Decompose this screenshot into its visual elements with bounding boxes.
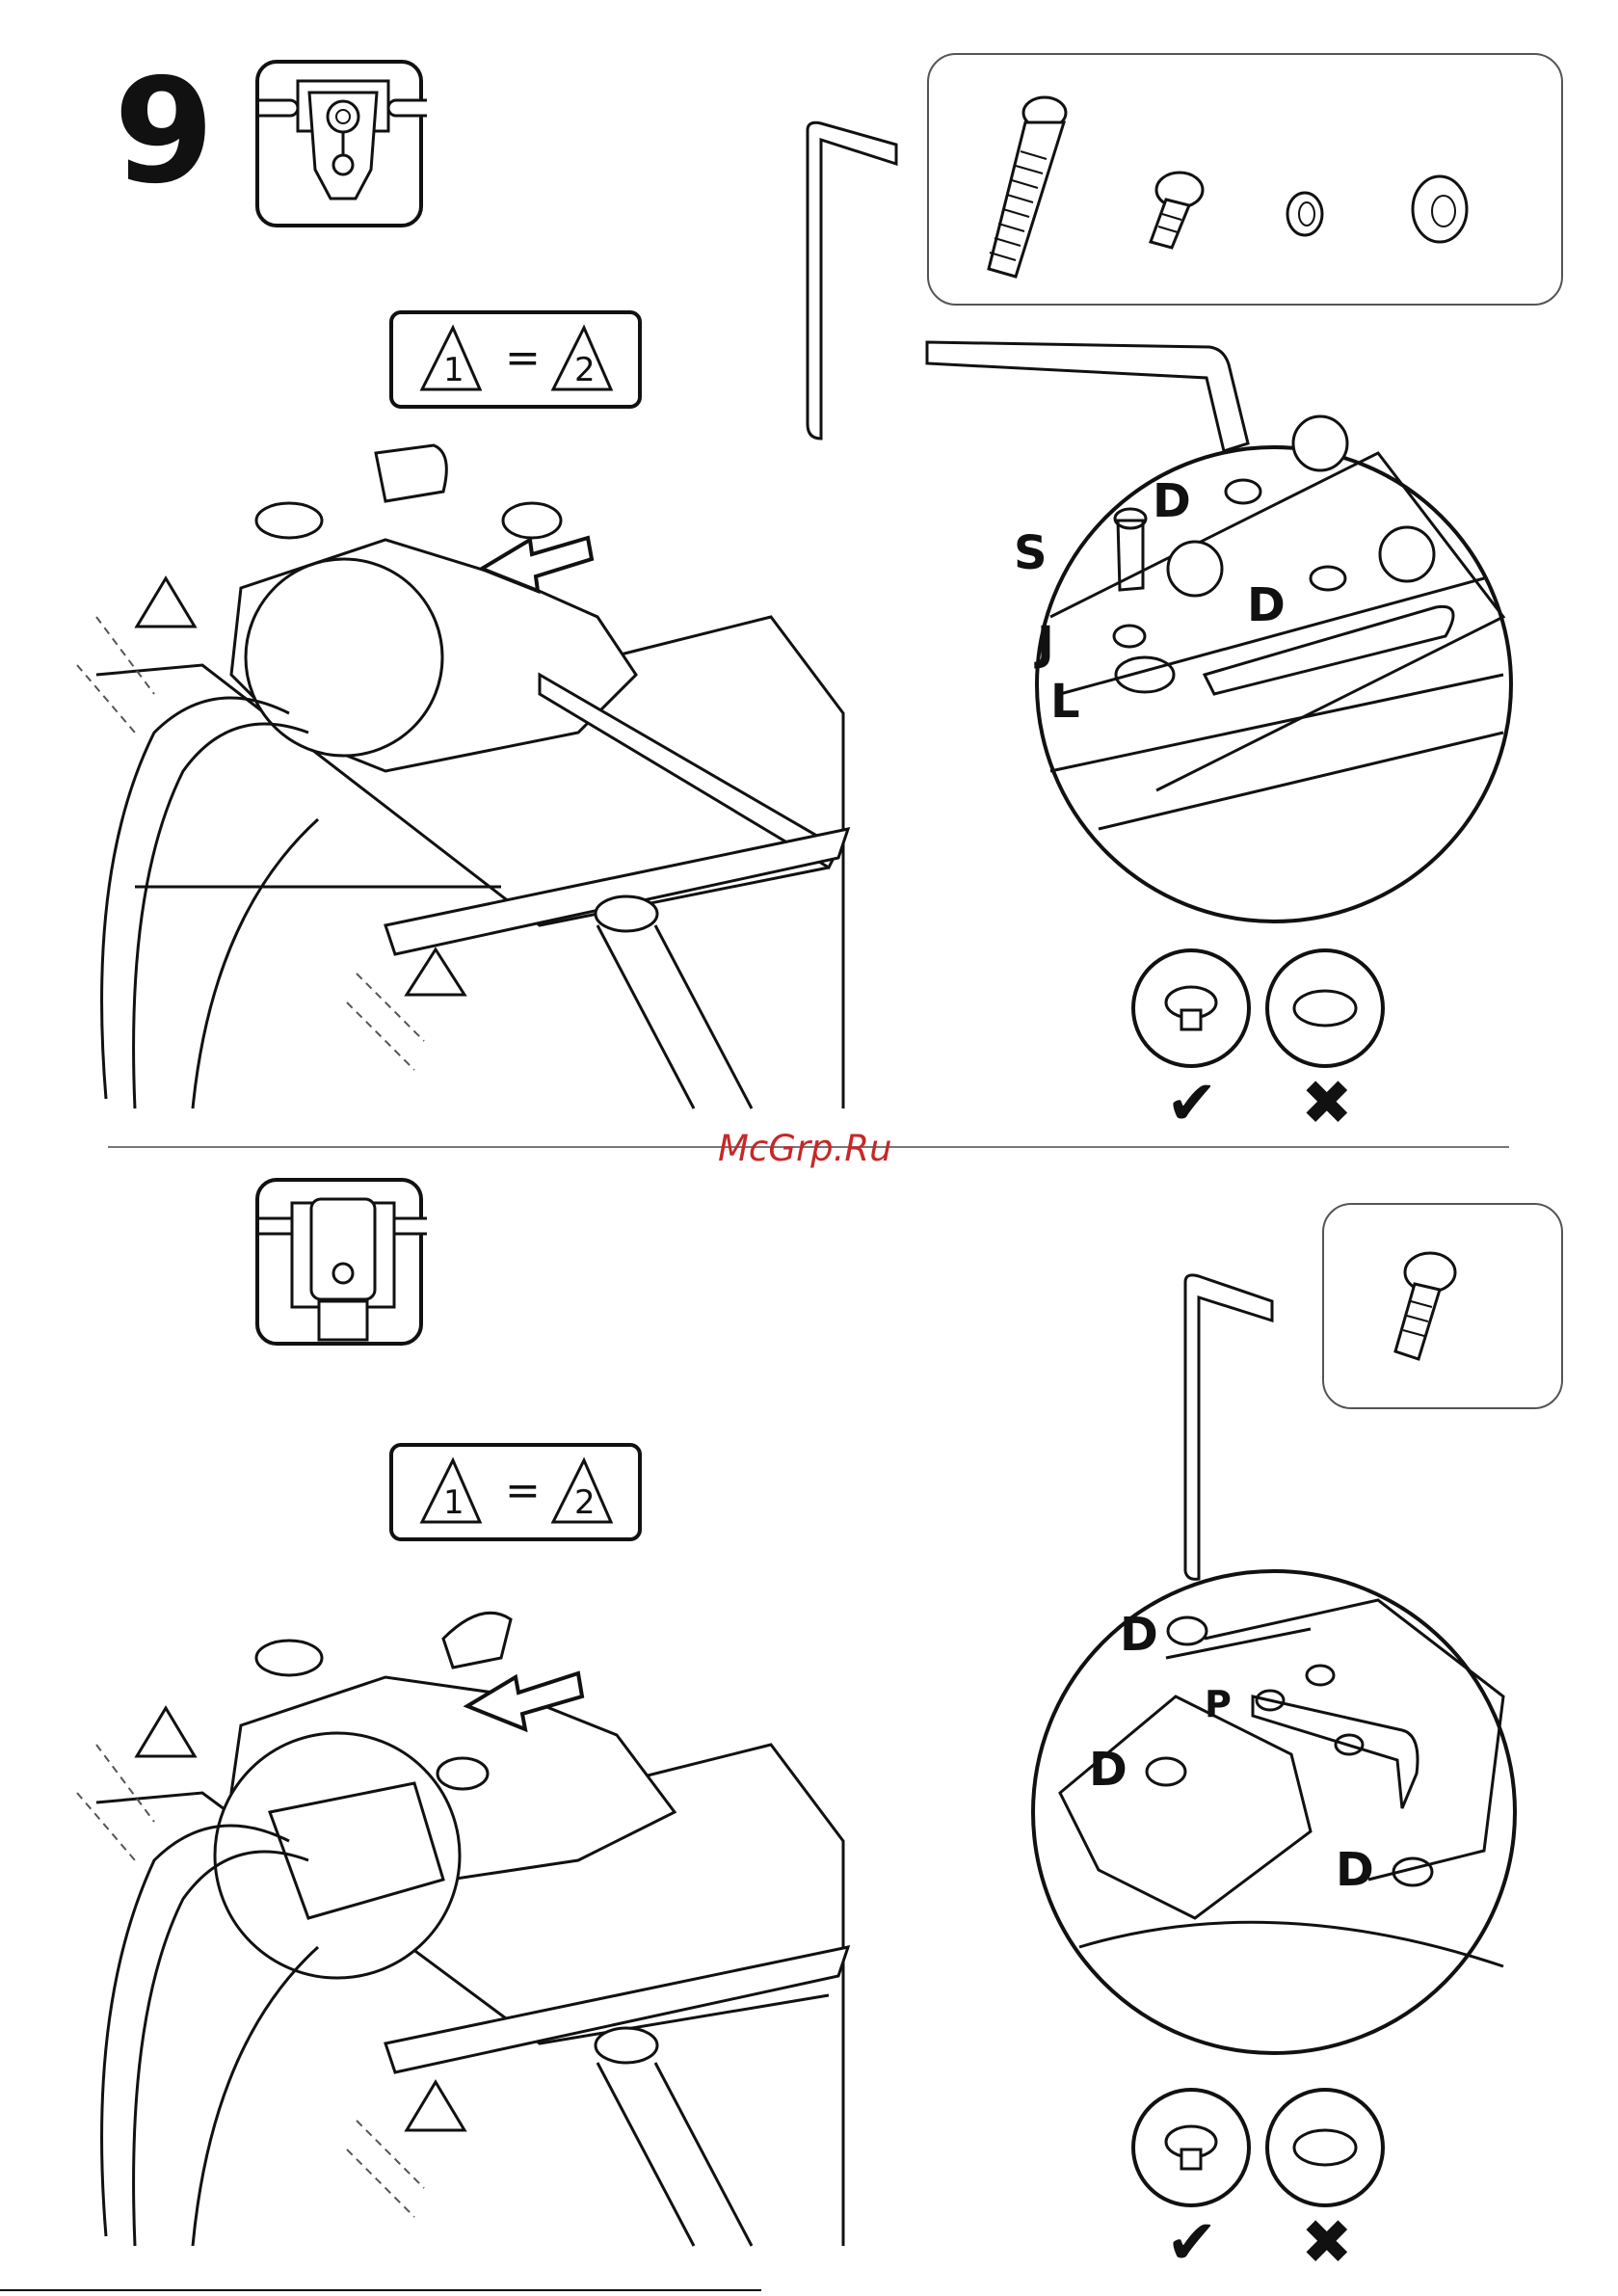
label-d-bottom-2: D: [1089, 1743, 1127, 1797]
label-p: P: [1205, 1683, 1232, 1725]
label-d-bottom-1: D: [1120, 1608, 1158, 1662]
check-icon-2: ✔: [1166, 2207, 1218, 2279]
label-d-bottom-3: D: [1336, 1843, 1374, 1897]
cross-icon-2: ✖: [1301, 2207, 1353, 2279]
